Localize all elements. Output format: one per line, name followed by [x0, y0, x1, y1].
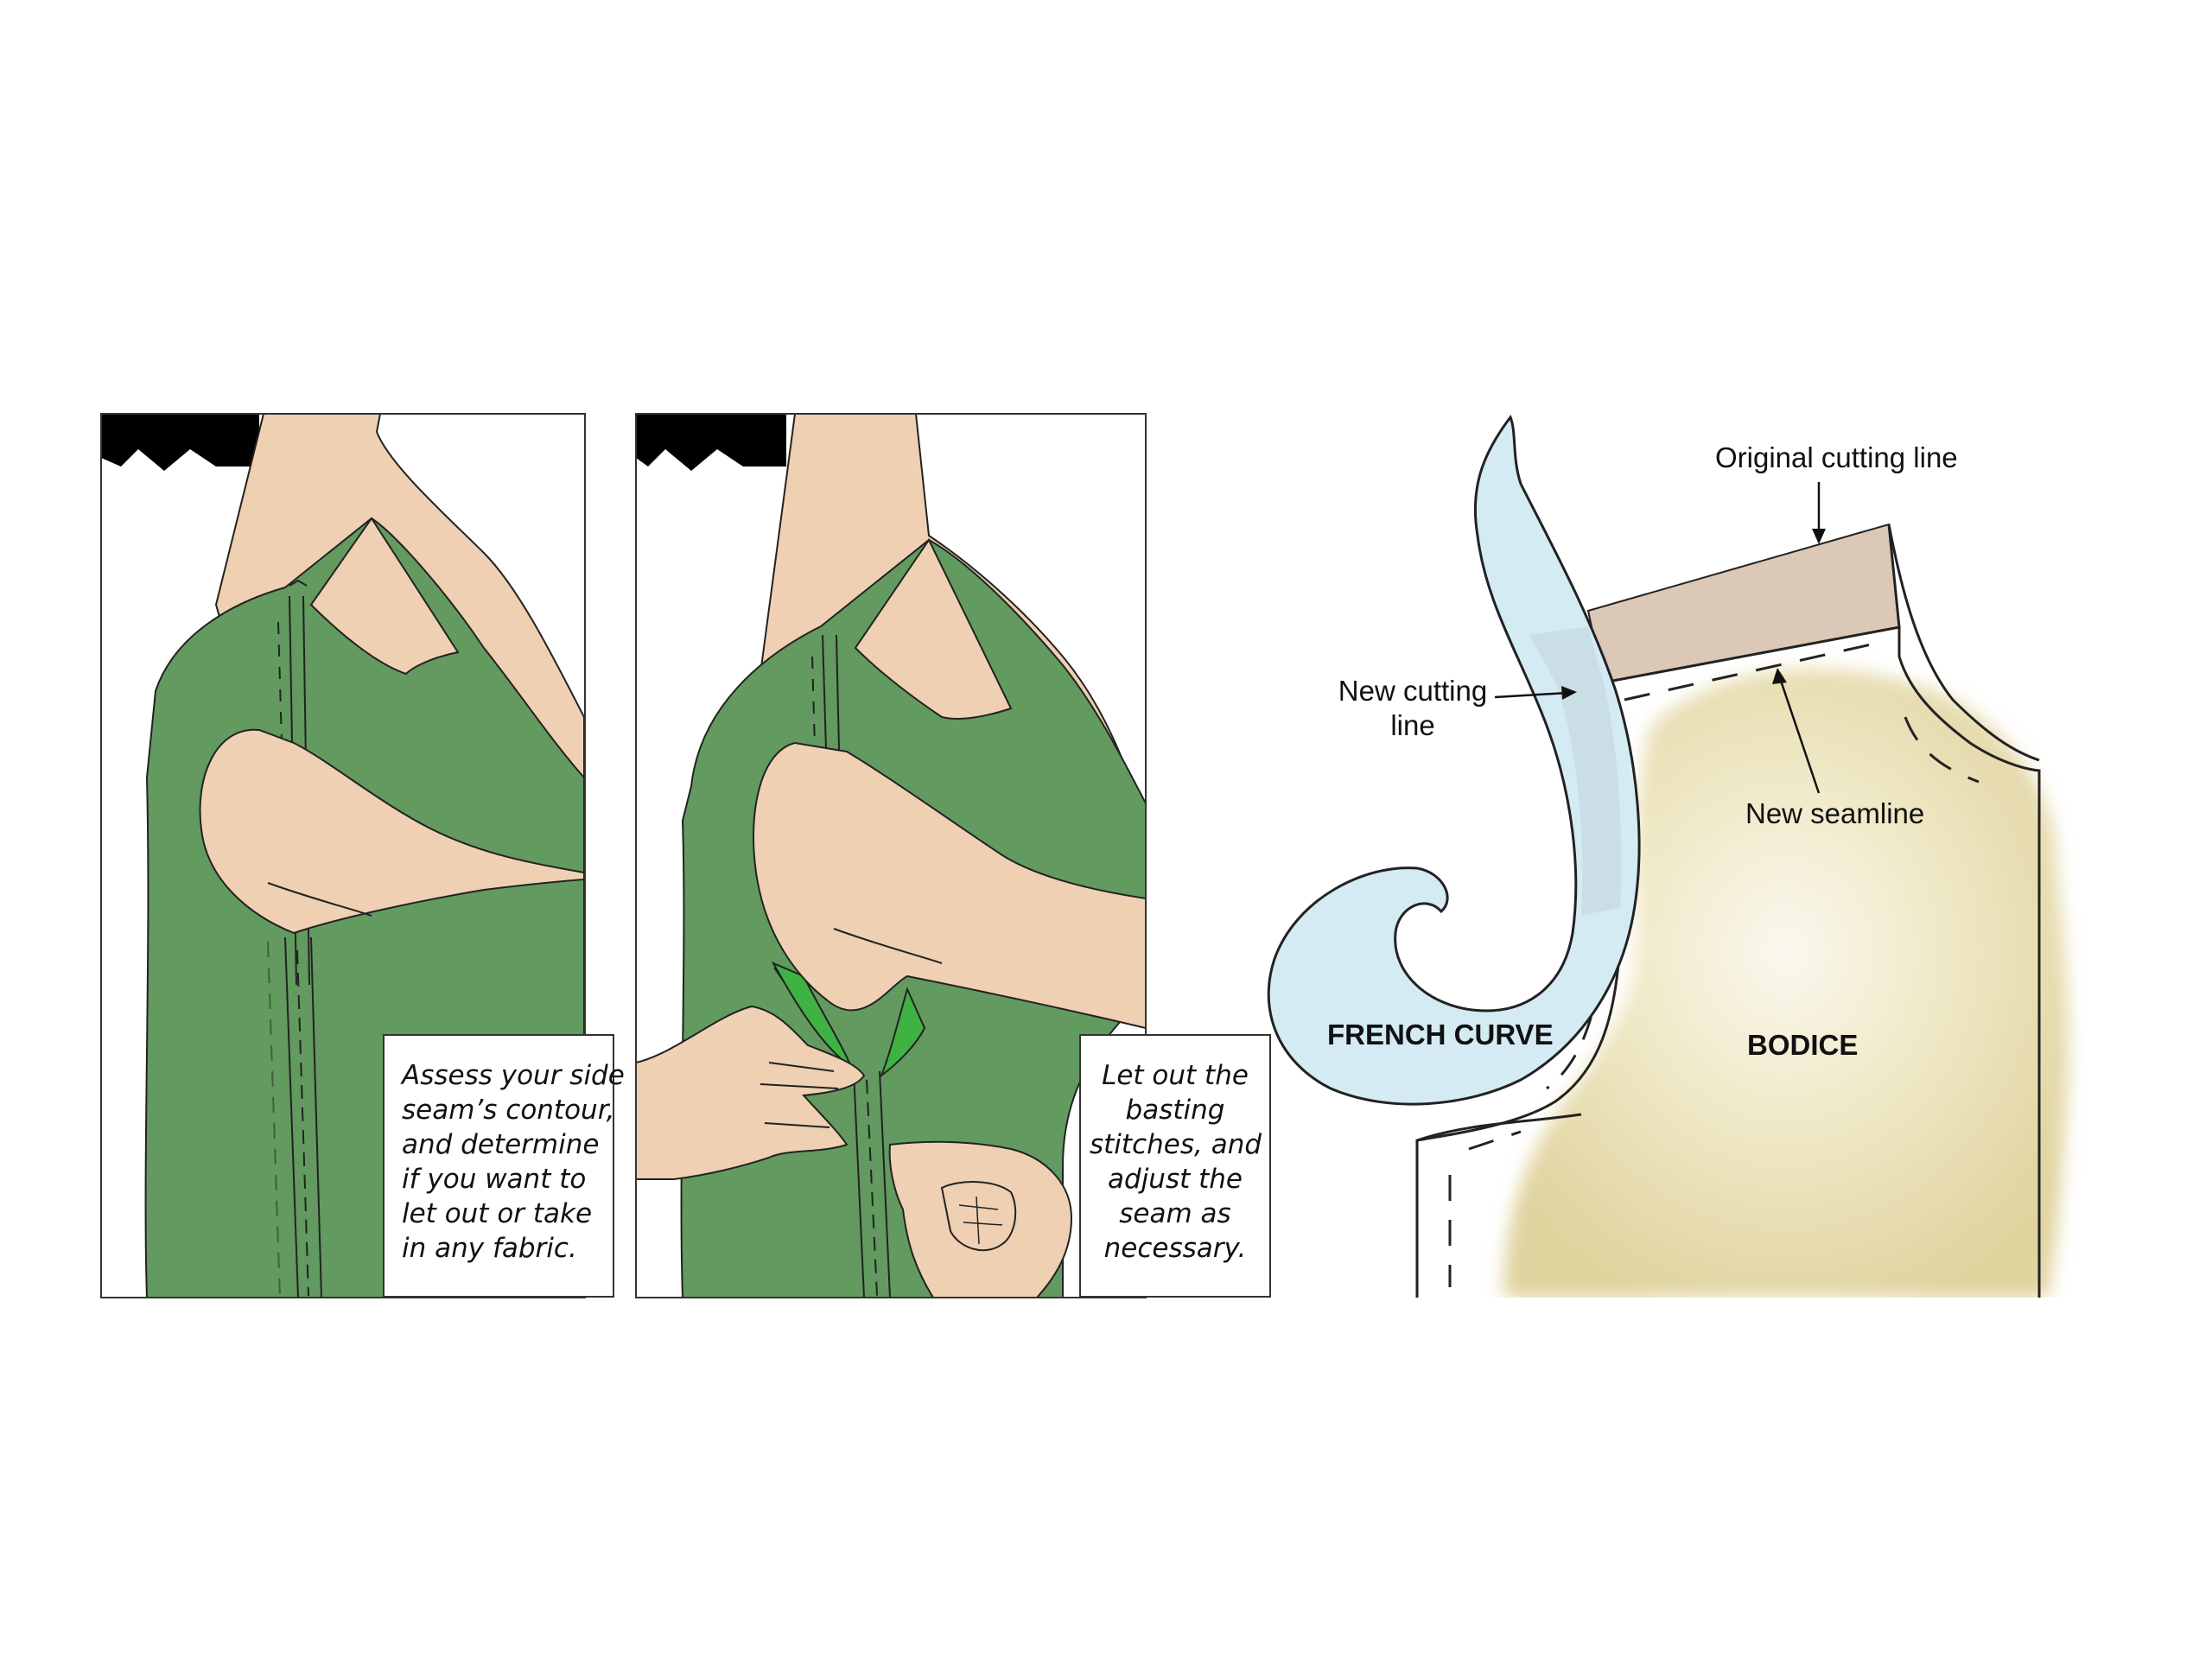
arm-skin [199, 728, 585, 935]
neckline-skin [309, 517, 460, 676]
caption-1-line: let out or take [402, 1198, 593, 1229]
caption-1-line: in any fabric. [402, 1233, 577, 1264]
bodice-fabric [1503, 668, 2069, 1298]
arrow-new-cutting-line [1494, 691, 1569, 699]
caption-2-line: necessary. [1103, 1233, 1247, 1264]
hair-shape-2 [636, 414, 786, 471]
hair-shape [101, 414, 259, 471]
french-curve-tool [1267, 414, 1641, 1106]
label-french-curve: FRENCH CURVE [1327, 1019, 1554, 1050]
panel-2-frame [635, 413, 1147, 1298]
caption-2-line: basting [1125, 1095, 1225, 1126]
caption-1-line: Assess your side [402, 1060, 625, 1091]
panel-1-frame [100, 413, 586, 1298]
caption-2-line: stitches, and [1090, 1129, 1262, 1160]
left-hand [636, 1005, 866, 1180]
label-bodice: BODICE [1747, 1029, 1859, 1061]
arrow-new-seamline [1778, 677, 1821, 794]
label-new-cutting-line-part: line [1390, 709, 1435, 741]
right-hand [888, 1140, 1073, 1298]
let-out-fabric-right [879, 987, 926, 1078]
seam-allowance-band [1586, 523, 1901, 684]
panel-2-figure [636, 414, 1146, 1298]
caption-box-step-2: Let out the basting stitches, and adjust… [1079, 1034, 1271, 1298]
side-seam-line [284, 936, 299, 1298]
label-new-cutting-line: New cutting line [1331, 674, 1495, 743]
pattern-diagram [1267, 414, 2069, 1298]
label-new-seamline: New seamline [1745, 797, 1925, 829]
caption-box-step-1: Assess your side seam’s contour, and det… [383, 1034, 625, 1298]
label-original-cutting-line: Original cutting line [1715, 441, 1958, 473]
label-new-cutting-line-part: New cutting [1338, 675, 1488, 707]
caption-1-line: seam’s contour, [402, 1095, 615, 1126]
raised-arm-skin [753, 741, 1146, 1030]
caption-2-line: adjust the [1108, 1164, 1243, 1195]
caption-1-line: and determine [402, 1129, 600, 1160]
pattern-outline [1603, 625, 2041, 1298]
caption-2-line: seam as [1119, 1198, 1231, 1229]
neckline-skin-2 [854, 538, 1013, 720]
caption-1-line: if you want to [402, 1164, 587, 1195]
caption-2-line: Let out the [1102, 1060, 1249, 1091]
